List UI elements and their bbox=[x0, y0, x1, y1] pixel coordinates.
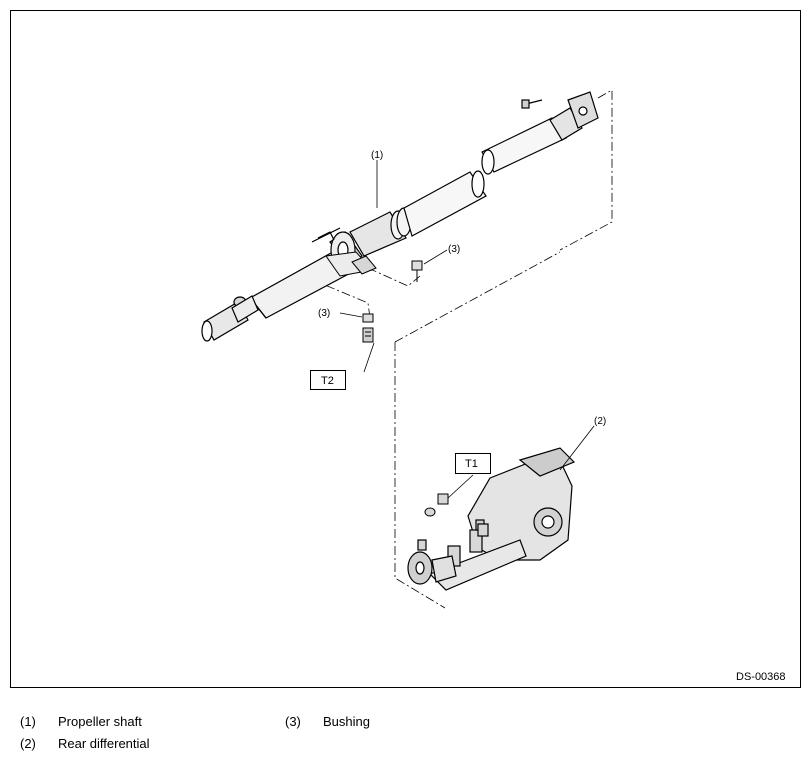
torque-tag-t2: T2 bbox=[310, 370, 346, 390]
callout-3-lower: (3) bbox=[318, 308, 330, 319]
leader-lines bbox=[339, 160, 595, 499]
legend-label: Bushing bbox=[323, 714, 370, 729]
svg-text:T1: T1 bbox=[465, 458, 478, 470]
legend-label: Rear differential bbox=[58, 736, 150, 751]
exploded-diagram: (1) (3) (3) (2) T2 T1 DS-00368 bbox=[10, 10, 801, 688]
figure-code: DS-00368 bbox=[736, 671, 786, 683]
legend-number: (2) bbox=[20, 736, 36, 751]
callout-2: (2) bbox=[594, 416, 606, 427]
callout-1: (1) bbox=[371, 150, 383, 161]
bushing-lower bbox=[362, 313, 374, 343]
rear-differential bbox=[407, 447, 576, 591]
bushing-upper bbox=[411, 260, 423, 282]
svg-text:T2: T2 bbox=[321, 375, 334, 387]
legend-label: Propeller shaft bbox=[58, 714, 142, 729]
figure-frame bbox=[10, 10, 801, 688]
differential-nut bbox=[424, 493, 449, 517]
torque-tag-t1: T1 bbox=[455, 453, 491, 474]
legend-number: (1) bbox=[20, 714, 36, 729]
propeller-shaft bbox=[201, 91, 599, 342]
legend-number: (3) bbox=[285, 714, 301, 729]
callout-3-upper: (3) bbox=[448, 244, 460, 255]
center-bearing-bracket bbox=[325, 251, 377, 277]
